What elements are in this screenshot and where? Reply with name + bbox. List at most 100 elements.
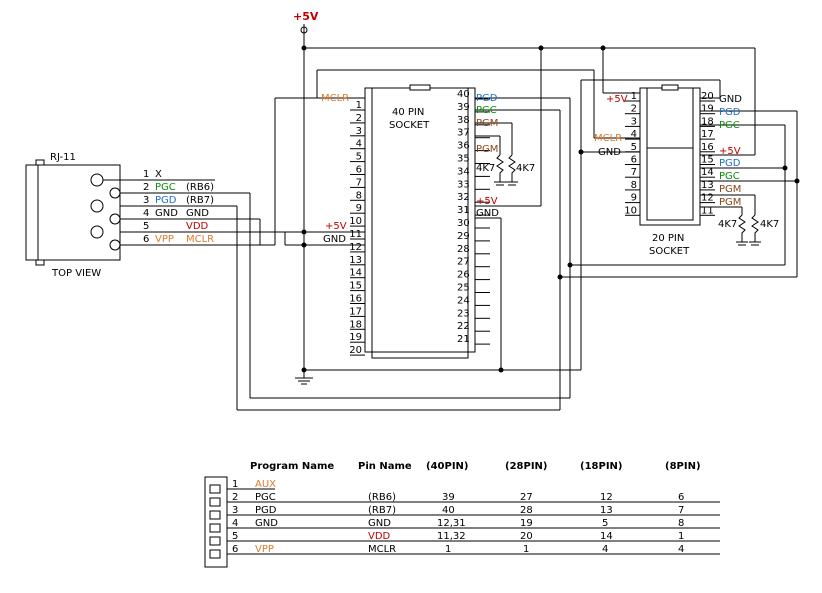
rj11-pin-label: PGC bbox=[155, 182, 176, 193]
pin-number: 19 bbox=[701, 104, 714, 115]
rj11-pin-label: X bbox=[155, 169, 162, 180]
pin-number: 9 bbox=[631, 193, 637, 204]
table-header: Pin Name bbox=[358, 461, 412, 472]
pin-number: 32 bbox=[457, 192, 470, 203]
vcc-label: +5V bbox=[325, 221, 347, 232]
rj11-pin-extra: VDD bbox=[186, 221, 209, 232]
pin-number: 18 bbox=[701, 116, 714, 127]
row-p40: 1 bbox=[445, 544, 451, 555]
pin-number: 36 bbox=[457, 141, 470, 152]
socket-40-pin: 40 PIN SOCKET bbox=[364, 84, 476, 359]
pin-number: 37 bbox=[457, 128, 470, 139]
pin-number: 28 bbox=[457, 244, 470, 255]
pgd-label: PGD bbox=[719, 158, 741, 169]
pgm-label: PGM bbox=[476, 144, 498, 155]
pin-number: 13 bbox=[701, 180, 714, 191]
pgm-label: PGM bbox=[476, 118, 498, 129]
pin-number: 12 bbox=[349, 242, 362, 253]
rj11-pin-num: 3 bbox=[143, 195, 149, 206]
socket-20-pin: 20 PIN SOCKET bbox=[639, 84, 701, 257]
row-p40: 11,32 bbox=[437, 531, 466, 542]
table-header: (28PIN) bbox=[505, 461, 547, 472]
row-p40: 39 bbox=[442, 492, 455, 503]
pin-number: 17 bbox=[349, 306, 362, 317]
pin-number: 31 bbox=[457, 205, 470, 216]
pin-number: 6 bbox=[356, 165, 362, 176]
rj11-pin-extra: MCLR bbox=[186, 234, 214, 245]
table-header: (18PIN) bbox=[580, 461, 622, 472]
pin-number: 40 bbox=[457, 89, 470, 100]
pin-number: 15 bbox=[349, 281, 362, 292]
rj11-pin-num: 5 bbox=[143, 221, 149, 232]
pin-number: 39 bbox=[457, 102, 470, 113]
pgd-label: PGD bbox=[476, 93, 498, 104]
resistor-40-a-label: 4K7 bbox=[476, 163, 495, 174]
pin-number: 35 bbox=[457, 154, 470, 165]
pin-number: 5 bbox=[631, 142, 637, 153]
rj11-pin-num: 1 bbox=[143, 169, 149, 180]
gnd-label: GND bbox=[323, 234, 346, 245]
row-p28: 19 bbox=[520, 518, 533, 529]
row-p8: 7 bbox=[678, 505, 684, 516]
rj11-connector: RJ-11 TOP VIEW bbox=[25, 152, 215, 279]
row-prog: GND bbox=[255, 518, 278, 529]
mclr-label: MCLR bbox=[321, 93, 349, 104]
pin-number: 17 bbox=[701, 129, 714, 140]
pin-number: 20 bbox=[349, 345, 362, 356]
pin-number: 1 bbox=[631, 91, 637, 102]
pin-number: 5 bbox=[356, 152, 362, 163]
row-prog: PGC bbox=[255, 492, 276, 503]
pgd-label: PGD bbox=[719, 107, 741, 118]
socket40-signal-labels: MCLR +5V GND PGD PGC PGM PGM +5V GND bbox=[321, 93, 499, 245]
vcc-label: +5V bbox=[606, 94, 628, 105]
socket40-sub: SOCKET bbox=[389, 120, 430, 131]
row-pin: (RB7) bbox=[368, 505, 396, 516]
resistor-20-b-label: 4K7 bbox=[760, 219, 779, 230]
row-num: 1 bbox=[232, 479, 238, 490]
pin-number: 22 bbox=[457, 321, 470, 332]
table-rows: 1 AUX 2 PGC (RB6) 39 27 12 6 3 PGD (RB7)… bbox=[232, 479, 684, 555]
row-num: 4 bbox=[232, 518, 238, 529]
pin-number: 25 bbox=[457, 283, 470, 294]
pin-number: 8 bbox=[356, 190, 362, 201]
row-num: 6 bbox=[232, 544, 238, 555]
pgc-label: PGC bbox=[476, 105, 497, 116]
mclr-label: MCLR bbox=[594, 133, 622, 144]
rj11-pin-num: 4 bbox=[143, 208, 149, 219]
pin-number: 23 bbox=[457, 308, 470, 319]
pin-number: 9 bbox=[356, 203, 362, 214]
pin-number: 18 bbox=[349, 319, 362, 330]
pgm-label: PGM bbox=[719, 184, 741, 195]
rj11-pin-num: 2 bbox=[143, 182, 149, 193]
pin-number: 14 bbox=[349, 268, 362, 279]
rj11-caption: TOP VIEW bbox=[51, 268, 101, 279]
pin-number: 10 bbox=[349, 216, 362, 227]
socket20-signal-labels: +5V MCLR GND GND PGD PGC +5V PGD PGC PGM… bbox=[594, 94, 742, 208]
row-p40: 12,31 bbox=[437, 518, 466, 529]
pin-number: 20 bbox=[701, 91, 714, 102]
pinout-table: Program Name Pin Name (40PIN) (28PIN) (1… bbox=[204, 461, 720, 568]
pin-number: 10 bbox=[624, 205, 637, 216]
pin-number: 33 bbox=[457, 179, 470, 190]
gnd-label: GND bbox=[719, 94, 742, 105]
row-p18: 5 bbox=[602, 518, 608, 529]
pin-number: 11 bbox=[349, 229, 362, 240]
rj11-title: RJ-11 bbox=[50, 152, 76, 163]
socket20-name: 20 PIN bbox=[652, 233, 684, 244]
row-p18: 13 bbox=[600, 505, 613, 516]
rj11-pin-extra: (RB7) bbox=[186, 195, 214, 206]
pin-number: 16 bbox=[349, 294, 362, 305]
pin-number: 26 bbox=[457, 270, 470, 281]
pgm-label: PGM bbox=[719, 197, 741, 208]
pin-number: 24 bbox=[457, 295, 470, 306]
pin-number: 19 bbox=[349, 332, 362, 343]
row-p8: 6 bbox=[678, 492, 684, 503]
pin-number: 7 bbox=[356, 177, 362, 188]
table-header: Program Name bbox=[250, 461, 334, 472]
row-p18: 4 bbox=[602, 544, 608, 555]
pin-number: 21 bbox=[457, 334, 470, 345]
row-p8: 1 bbox=[678, 531, 684, 542]
row-p28: 20 bbox=[520, 531, 533, 542]
